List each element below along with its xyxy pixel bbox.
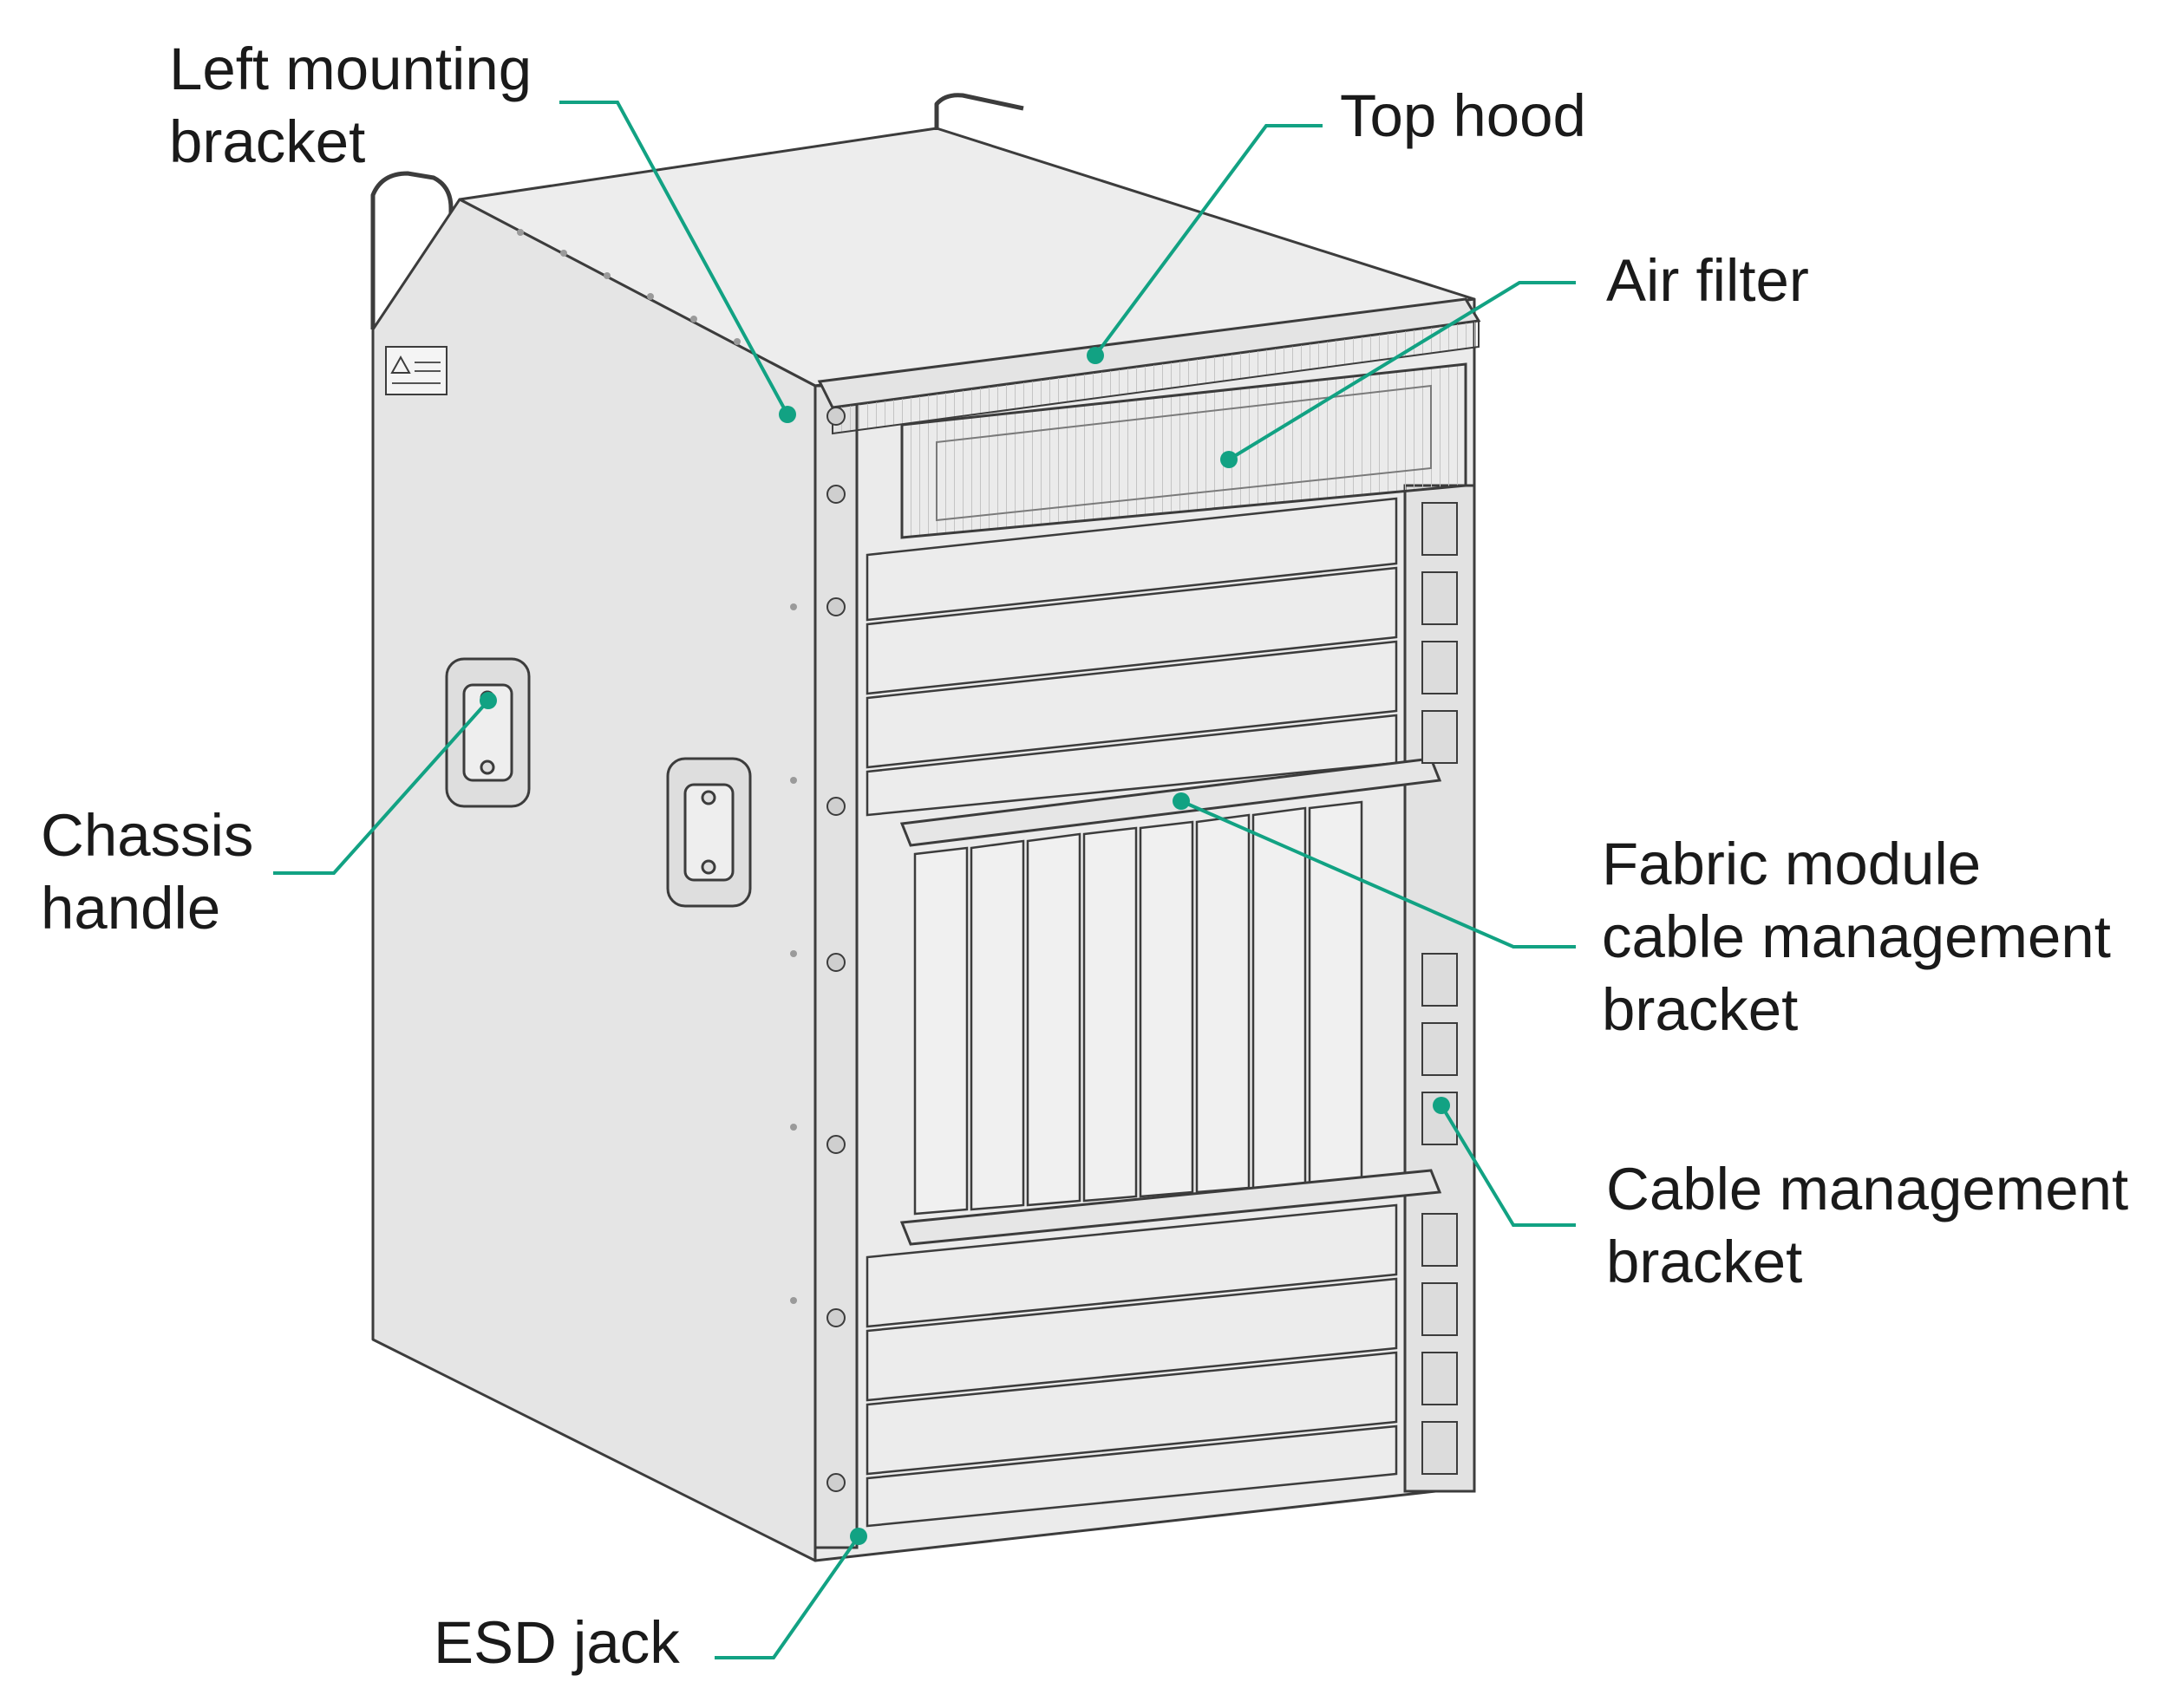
rear-handle-left — [370, 171, 454, 342]
leader-air-filter — [1227, 281, 1576, 461]
leader-cable-management-bracket — [1440, 1104, 1576, 1227]
label-left-mounting-bracket: Left mounting bracket — [169, 36, 532, 175]
caution-label — [385, 346, 448, 395]
side-rivets — [517, 229, 797, 1304]
label-air-filter: Air filter — [1606, 247, 1809, 314]
chassis-handle-graphic — [445, 657, 752, 908]
lower-fabric-bracket — [899, 1169, 1442, 1246]
label-top-hood: Top hood — [1340, 82, 1586, 149]
leader-top-hood — [1094, 124, 1323, 357]
leader-lines — [273, 101, 1576, 1659]
upper-slots — [866, 497, 1398, 817]
top-hood-graphic — [817, 297, 1481, 435]
leader-fabric-bracket — [1180, 799, 1576, 949]
label-chassis-handle: Chassis handle — [41, 802, 254, 942]
label-fabric-module-cable-management-bracket: Fabric module cable management bracket — [1602, 831, 2111, 1043]
fabric-module-slots — [913, 800, 1363, 1216]
leader-left-mounting-bracket — [559, 101, 789, 415]
label-esd-jack: ESD jack — [434, 1609, 680, 1676]
leader-dots — [480, 347, 1450, 1545]
fabric-bracket-graphic — [899, 757, 1442, 847]
rear-handle-right — [934, 93, 1024, 130]
leader-esd-jack — [715, 1535, 860, 1659]
label-cable-management-bracket: Cable management bracket — [1606, 1156, 2129, 1295]
air-filter-graphic — [900, 362, 1467, 539]
left-ear-screws — [826, 407, 846, 1492]
leader-chassis-handle — [273, 699, 490, 875]
cable-management-fingers — [1421, 502, 1458, 1475]
lower-slots — [866, 1203, 1398, 1528]
